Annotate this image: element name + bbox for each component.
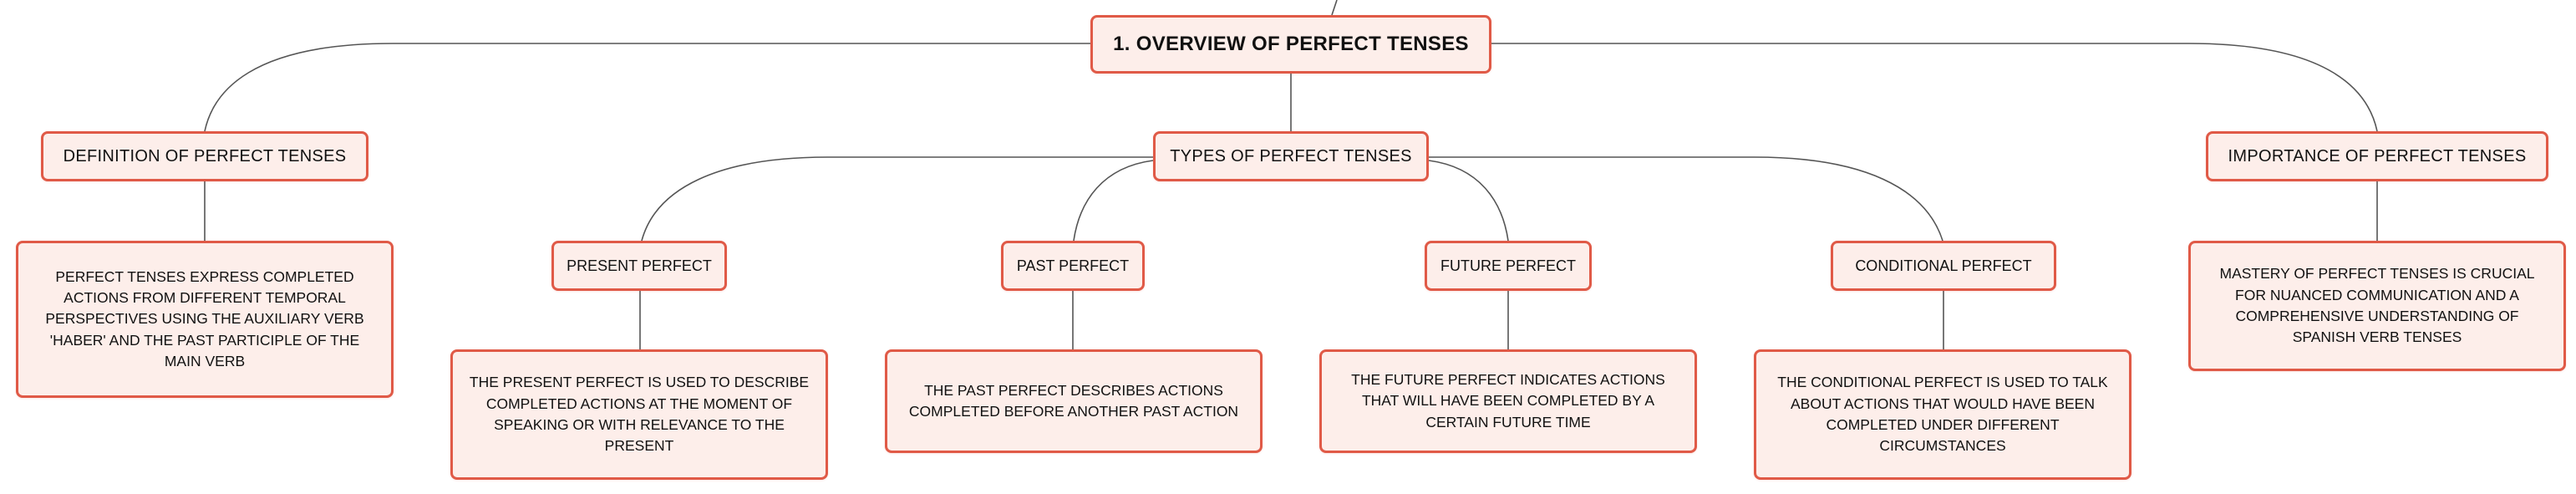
- conditional-perfect-label: CONDITIONAL PERFECT: [1855, 257, 2032, 274]
- connector-types-conditional: [1429, 156, 1943, 242]
- definition-node-label: DEFINITION OF PERFECT TENSES: [63, 146, 347, 166]
- past-perfect-label: PAST PERFECT: [1016, 257, 1130, 274]
- present-perfect-node[interactable]: PRESENT PERFECT: [551, 241, 727, 291]
- connector-types-future: [1428, 160, 1509, 242]
- connector-root-parent: [1331, 0, 1338, 16]
- importance-node-label: IMPORTANCE OF PERFECT TENSES: [2228, 146, 2527, 166]
- future-perfect-label: FUTURE PERFECT: [1440, 257, 1576, 274]
- future-perfect-detail-node[interactable]: THE FUTURE PERFECT INDICATES ACTIONS THA…: [1319, 349, 1697, 453]
- future-perfect-detail-text: THE FUTURE PERFECT INDICATES ACTIONS THA…: [1351, 370, 1665, 430]
- definition-detail-text: PERFECT TENSES EXPRESS COMPLETED ACTIONS…: [45, 267, 364, 370]
- future-perfect-node[interactable]: FUTURE PERFECT: [1425, 241, 1592, 291]
- connector-types-present: [641, 156, 1153, 242]
- connector-types-past: [1073, 160, 1154, 242]
- types-node-label: TYPES OF PERFECT TENSES: [1170, 146, 1412, 166]
- importance-detail-node[interactable]: MASTERY OF PERFECT TENSES IS CRUCIAL FOR…: [2188, 241, 2566, 371]
- conditional-perfect-detail-node[interactable]: THE CONDITIONAL PERFECT IS USED TO TALK …: [1754, 349, 2131, 480]
- connector-root-definition: [204, 43, 1090, 132]
- definition-node[interactable]: DEFINITION OF PERFECT TENSES: [41, 131, 368, 181]
- past-perfect-node[interactable]: PAST PERFECT: [1001, 241, 1145, 291]
- types-node[interactable]: TYPES OF PERFECT TENSES: [1153, 131, 1429, 181]
- importance-node[interactable]: IMPORTANCE OF PERFECT TENSES: [2206, 131, 2548, 181]
- conditional-perfect-node[interactable]: CONDITIONAL PERFECT: [1831, 241, 2056, 291]
- present-perfect-detail-node[interactable]: THE PRESENT PERFECT IS USED TO DESCRIBE …: [450, 349, 828, 480]
- conditional-perfect-detail-text: THE CONDITIONAL PERFECT IS USED TO TALK …: [1777, 374, 2108, 455]
- past-perfect-detail-text: THE PAST PERFECT DESCRIBES ACTIONS COMPL…: [908, 381, 1239, 420]
- connector-root-importance: [1491, 43, 2378, 132]
- present-perfect-detail-text: THE PRESENT PERFECT IS USED TO DESCRIBE …: [469, 374, 810, 455]
- root-node-label: 1. OVERVIEW OF PERFECT TENSES: [1113, 32, 1469, 55]
- root-node[interactable]: 1. OVERVIEW OF PERFECT TENSES: [1090, 15, 1491, 74]
- present-perfect-label: PRESENT PERFECT: [567, 257, 712, 274]
- past-perfect-detail-node[interactable]: THE PAST PERFECT DESCRIBES ACTIONS COMPL…: [885, 349, 1263, 453]
- definition-detail-node[interactable]: PERFECT TENSES EXPRESS COMPLETED ACTIONS…: [16, 241, 394, 398]
- importance-detail-text: MASTERY OF PERFECT TENSES IS CRUCIAL FOR…: [2219, 265, 2535, 346]
